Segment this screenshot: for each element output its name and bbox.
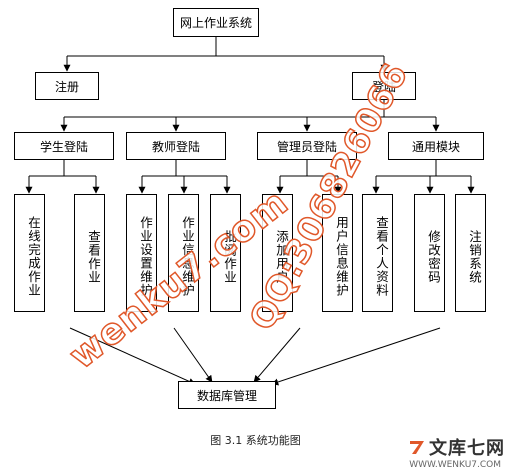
leaf-user-info: 用户信息维护 xyxy=(322,194,353,312)
leaf-personal-profile: 查看个人资料 xyxy=(362,194,393,312)
brand-logo: 文库七网 WWW.WENKU7.COM xyxy=(409,434,505,470)
teacher-login-node: 教师登陆 xyxy=(126,132,226,160)
leaf-online-homework: 在线完成作业 xyxy=(14,194,45,312)
brand-name: 文库七网 xyxy=(429,438,505,459)
brand-seven-icon xyxy=(410,441,424,454)
admin-login-node: 管理员登陆 xyxy=(257,132,357,160)
database-node: 数据库管理 xyxy=(178,381,276,409)
student-login-node: 学生登陆 xyxy=(14,132,114,160)
leaf-homework-info: 作业信息维护 xyxy=(168,194,199,312)
common-module-node: 通用模块 xyxy=(388,132,484,160)
leaf-homework-settings: 作业设置维护 xyxy=(126,194,157,312)
register-node: 注册 xyxy=(35,72,99,100)
leaf-logout: 注销系统 xyxy=(455,194,486,312)
login-node: 登陆 xyxy=(352,72,416,100)
leaf-change-password: 修改密码 xyxy=(414,194,445,312)
brand-url: WWW.WENKU7.COM xyxy=(409,460,501,470)
leaf-view-homework: 查看作业 xyxy=(74,194,105,312)
leaf-add-user: 添加用户 xyxy=(262,194,293,312)
leaf-grade-homework: 批阅作业 xyxy=(210,194,241,312)
root-node: 网上作业系统 xyxy=(173,8,259,37)
figure-caption: 图 3.1 系统功能图 xyxy=(210,434,301,447)
